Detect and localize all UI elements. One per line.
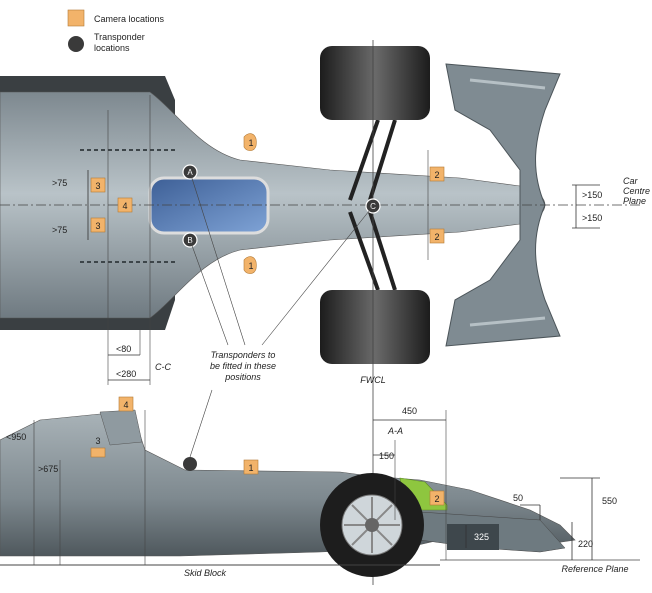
camera-marker-4-top: 4 bbox=[117, 197, 133, 213]
svg-text:1: 1 bbox=[248, 261, 253, 271]
transponder-legend-swatch bbox=[68, 36, 84, 52]
svg-text:3: 3 bbox=[95, 221, 100, 231]
svg-text:2: 2 bbox=[434, 494, 439, 504]
side-transponder bbox=[183, 457, 197, 471]
dim-lt80-lt280 bbox=[108, 354, 150, 381]
dim-gt675: >675 bbox=[38, 464, 58, 474]
dim-gt75-top: >75 bbox=[52, 178, 67, 188]
reference-plane-label: Reference Plane bbox=[561, 564, 628, 574]
camera-marker-3-top: 3 bbox=[90, 177, 106, 193]
camera-legend-swatch bbox=[67, 9, 85, 27]
dim-550: 550 bbox=[602, 496, 617, 506]
car-centre-plane-l2: Centre bbox=[623, 186, 650, 196]
dim-150: 150 bbox=[379, 451, 394, 461]
svg-text:3: 3 bbox=[95, 436, 100, 446]
transponder-note-l2: be fitted in these bbox=[210, 361, 276, 371]
legend-camera-label: Camera locations bbox=[94, 14, 165, 24]
side-view: Skid Block Reference Plane <950 >675 450… bbox=[0, 389, 640, 578]
svg-text:2: 2 bbox=[434, 170, 439, 180]
legend: Camera locations Transponder locations bbox=[67, 9, 165, 53]
svg-text:1: 1 bbox=[248, 463, 253, 473]
dim-gt75-bottom: >75 bbox=[52, 225, 67, 235]
car-centre-plane-l1: Car bbox=[623, 176, 639, 186]
section-a-a: A-A bbox=[387, 426, 403, 436]
camera-marker-2-bottom: 2 bbox=[429, 228, 445, 244]
dim-lt950: <950 bbox=[6, 432, 26, 442]
dim-220: 220 bbox=[578, 539, 593, 549]
camera-marker-1-bottom: 1 bbox=[243, 256, 257, 274]
skid-block-label: Skid Block bbox=[184, 568, 227, 578]
top-view: >75 >75 >150 >150 Car Centre Plane <80 <… bbox=[0, 40, 650, 585]
front-tyre-top bbox=[320, 46, 430, 120]
svg-text:3: 3 bbox=[95, 181, 100, 191]
camera-marker-1-top: 1 bbox=[243, 133, 257, 151]
camera-marker-1-side: 1 bbox=[243, 459, 259, 475]
fwcl-label: FWCL bbox=[360, 375, 386, 385]
dim-325: 325 bbox=[474, 532, 489, 542]
transponder-note-l1: Transponders to bbox=[211, 350, 276, 360]
transponder-leaders bbox=[189, 171, 374, 346]
svg-text:1: 1 bbox=[248, 138, 253, 148]
dim-50: 50 bbox=[513, 493, 523, 503]
camera-marker-3-side: 3 bbox=[90, 436, 106, 458]
camera-marker-2-top: 2 bbox=[429, 166, 445, 182]
side-ref-lines bbox=[33, 410, 447, 565]
camera-marker-2-side: 2 bbox=[429, 490, 445, 506]
dim-lt280: <280 bbox=[116, 369, 136, 379]
camera-marker-4-side: 4 bbox=[118, 396, 134, 412]
legend-transponder-l2: locations bbox=[94, 43, 130, 53]
transponder-note-l3: positions bbox=[224, 372, 261, 382]
legend-transponder-l1: Transponder bbox=[94, 32, 145, 42]
cockpit-opening bbox=[148, 176, 270, 235]
dim-gt150-bottom: >150 bbox=[582, 213, 602, 223]
svg-text:4: 4 bbox=[123, 400, 128, 410]
side-dims bbox=[373, 419, 600, 560]
svg-text:4: 4 bbox=[122, 201, 127, 211]
section-c-c: C-C bbox=[155, 362, 171, 372]
vent-slots bbox=[80, 149, 175, 263]
top-ref-lines bbox=[107, 95, 429, 385]
svg-text:2: 2 bbox=[434, 232, 439, 242]
front-wheel-side bbox=[320, 473, 424, 577]
dim-gt150 bbox=[572, 184, 600, 229]
dim-gt150-top: >150 bbox=[582, 190, 602, 200]
car-centre-plane-l3: Plane bbox=[623, 196, 646, 206]
dim-450: 450 bbox=[402, 406, 417, 416]
front-tyre-bottom bbox=[320, 290, 430, 364]
camera-marker-3-bottom: 3 bbox=[90, 217, 106, 233]
svg-text:C: C bbox=[370, 202, 376, 211]
dim-lt80: <80 bbox=[116, 344, 131, 354]
front-wing bbox=[445, 63, 561, 347]
